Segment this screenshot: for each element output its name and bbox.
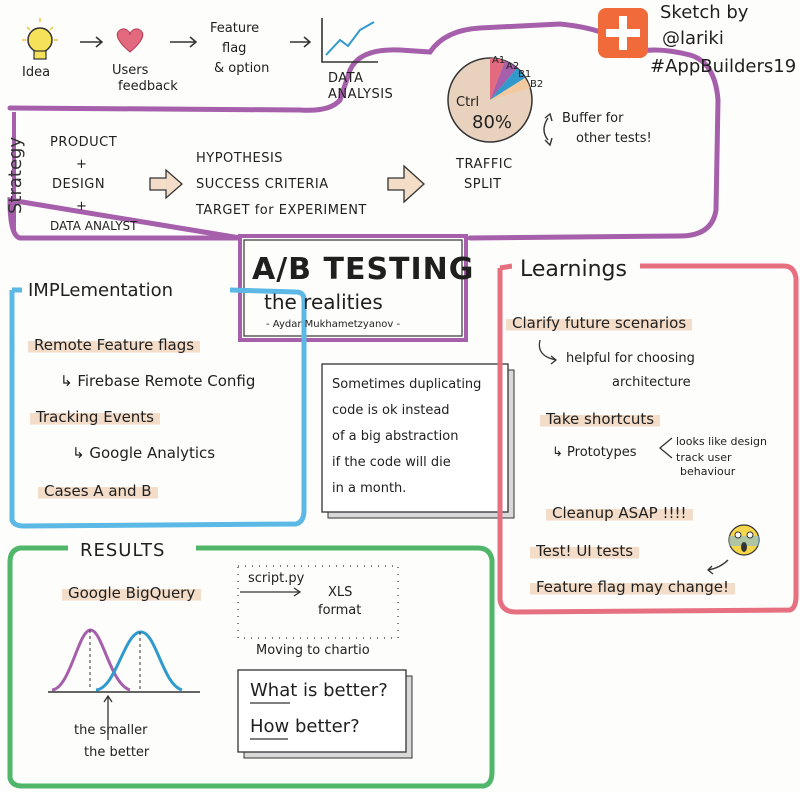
flow-data: DATA	[328, 71, 364, 86]
learn-feature-flag: Feature flag may change!	[530, 579, 736, 596]
learn-clarify: Clarify future scenarios	[506, 315, 693, 332]
screaming-emoji-icon	[728, 524, 760, 556]
flow-analysis: ANALYSIS	[328, 87, 394, 102]
title-author: - Aydar Mukhametzyanov -	[266, 319, 401, 330]
buffer-label-2: other tests!	[576, 131, 652, 146]
results-xls: XLS	[328, 585, 353, 600]
impl-cases: Cases A and B	[38, 483, 158, 500]
results-script: script.py	[248, 571, 305, 586]
impl-remote-flags: Remote Feature flags	[28, 337, 201, 354]
learnings-heading: Learnings	[512, 258, 635, 281]
strategy-product: PRODUCT	[50, 135, 118, 150]
title-main: A/B TESTING	[252, 252, 475, 287]
results-frame	[7, 545, 495, 789]
lightbulb-icon	[22, 18, 58, 60]
strategy-hypothesis: HYPOTHESIS	[196, 151, 284, 166]
results-format: format	[318, 603, 362, 618]
results-bigquery: Google BigQuery	[62, 585, 202, 602]
strategy-target: TARGET for EXPERIMENT	[196, 203, 367, 218]
heart-icon	[116, 28, 144, 53]
note-line-4: if the code will die	[332, 455, 451, 470]
learn-track-user: track user	[676, 451, 732, 464]
impl-google-analytics: ↳ Google Analytics	[72, 444, 216, 462]
strategy-side-label: Strategy	[5, 136, 27, 215]
results-better: the better	[84, 745, 150, 760]
learn-behaviour: behaviour	[680, 465, 736, 478]
buffer-arrow-icon	[543, 112, 553, 147]
sketch-author-handle: @lariki	[662, 28, 724, 49]
learn-prototypes: ↳ Prototypes	[552, 445, 637, 460]
strategy-design: DESIGN	[52, 177, 106, 192]
title-subtitle: the realities	[264, 290, 383, 314]
strategy-arrow-1	[149, 168, 183, 200]
learn-looks-design: looks like design	[676, 435, 767, 448]
buffer-label-1: Buffer for	[562, 111, 624, 126]
note-line-3: of a big abstraction	[332, 429, 459, 444]
implementation-heading: IMPLementation	[22, 281, 180, 301]
flow-users: Users	[112, 63, 149, 78]
distribution-curves	[48, 628, 200, 740]
pie-ctrl-label: Ctrl	[456, 95, 480, 110]
strategy-plus-1: +	[76, 157, 87, 172]
sketch-hashtag: #AppBuilders19	[650, 56, 797, 77]
flow-feature: Feature	[210, 21, 260, 36]
traffic-split-pie	[447, 57, 533, 143]
results-smaller: the smaller	[74, 723, 148, 738]
learn-architecture: architecture	[612, 375, 691, 390]
learn-shortcuts: Take shortcuts	[540, 411, 661, 428]
results-what: What is better?	[250, 680, 388, 701]
traffic-label: TRAFFIC	[456, 157, 513, 172]
note-line-2: code is ok instead	[332, 403, 450, 418]
impl-firebase: ↳ Firebase Remote Config	[60, 372, 256, 390]
learn-helpful: helpful for choosing	[566, 351, 695, 366]
implementation-frame	[9, 287, 307, 529]
pie-b2-label: B2	[530, 79, 544, 90]
pie-b1-label: B1	[518, 69, 532, 80]
strategy-plus-2: +	[76, 199, 87, 214]
note-box	[321, 363, 509, 513]
impl-tracking: Tracking Events	[30, 409, 161, 426]
flow-feedback: feedback	[118, 79, 178, 94]
results-heading: RESULTS	[72, 541, 174, 561]
note-line-1: Sometimes duplicating	[332, 377, 482, 392]
strategy-success: SUCCESS CRITERIA	[196, 177, 329, 192]
pie-a2-label: A2	[506, 61, 520, 72]
note-line-5: in a month.	[332, 481, 407, 496]
flow-idea: Idea	[22, 65, 51, 80]
strategy-analyst: DATA ANALYST	[50, 219, 138, 233]
sketch-by-label: Sketch by	[660, 2, 749, 23]
pie-ctrl-percent: 80%	[472, 112, 513, 133]
learn-test: Test! UI tests	[530, 543, 640, 560]
split-label: SPLIT	[464, 177, 502, 192]
flow-flag: flag	[222, 41, 247, 56]
data-analysis-chart-icon	[321, 18, 378, 63]
flow-option: & option	[214, 61, 270, 76]
results-chartio: Moving to chartio	[256, 643, 370, 658]
strategy-arrow-2	[387, 164, 425, 204]
learn-cleanup: Cleanup ASAP !!!!	[546, 505, 693, 522]
pie-a1-label: A1	[492, 55, 506, 66]
learnings-frame	[497, 263, 799, 615]
results-how: How better?	[250, 716, 360, 737]
sketch-logo-icon	[598, 8, 648, 58]
